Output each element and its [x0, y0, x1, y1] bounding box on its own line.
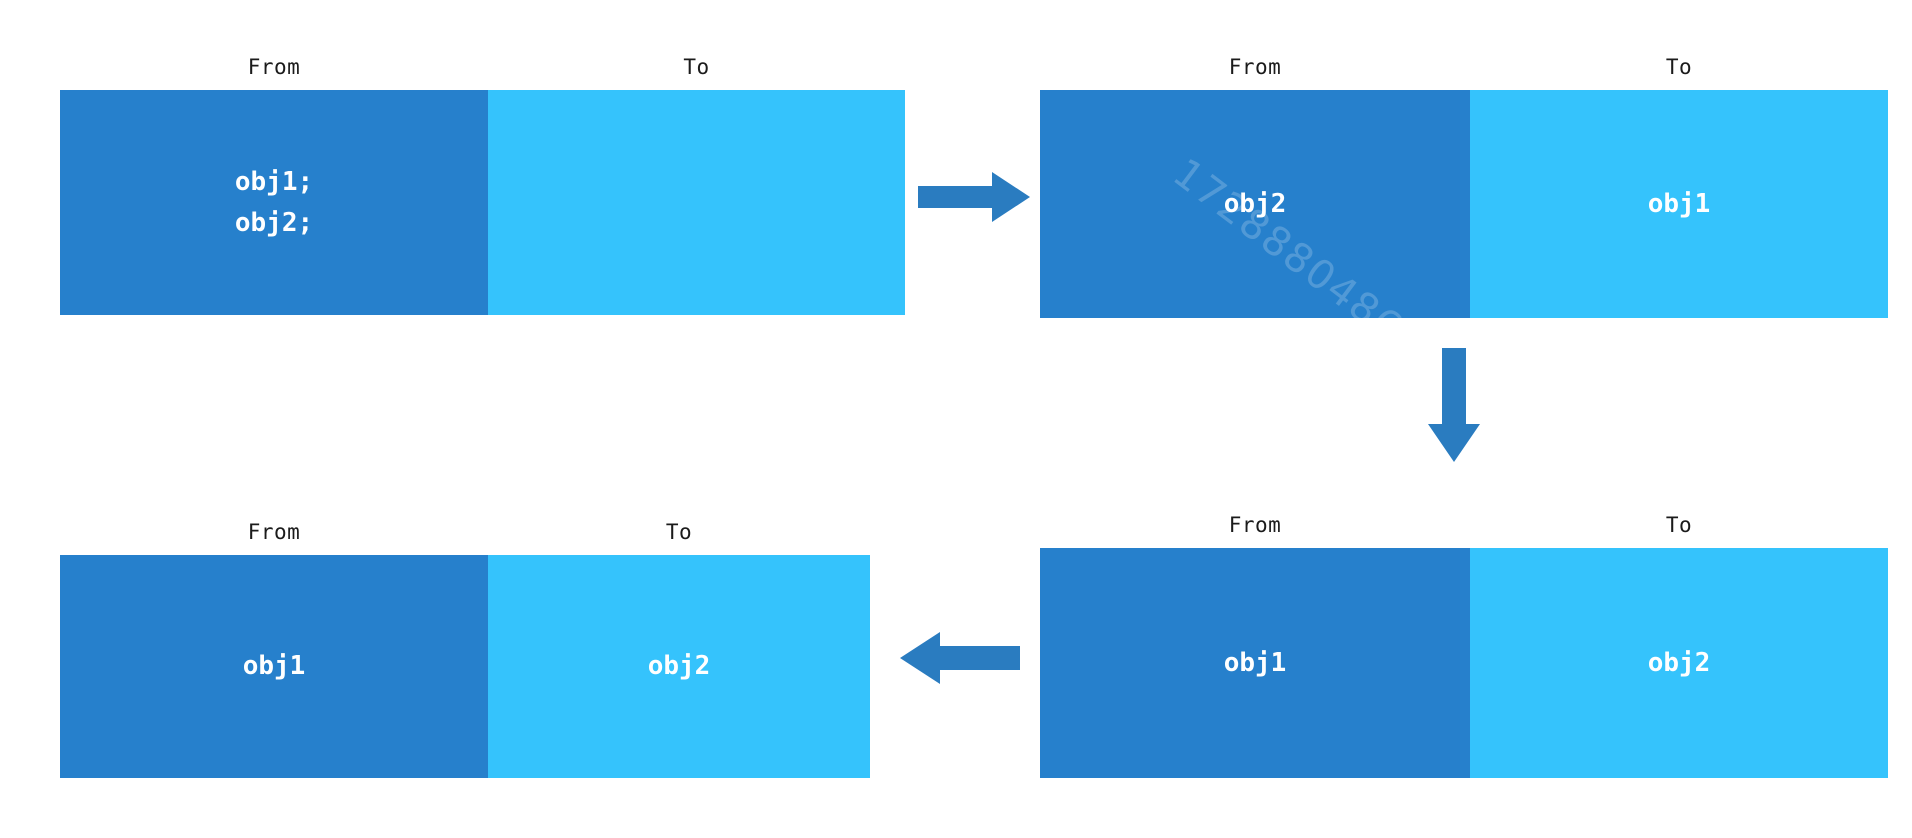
column-header-from: From — [247, 54, 301, 79]
column-header-from: From — [1228, 512, 1282, 537]
cell-to-step-2[interactable]: obj2 — [1470, 548, 1888, 778]
cell-label-to-step-2: obj2 — [1647, 647, 1711, 678]
cell-label-to-step-1: obj1 — [1647, 188, 1711, 219]
cell-from-step-1[interactable]: 1728880486 obj2 — [1040, 90, 1470, 318]
cell-to-final[interactable]: obj2 — [488, 555, 870, 778]
cell-label-from-final: obj1 — [242, 651, 306, 682]
panel-initial-headers: From To — [60, 44, 905, 90]
column-header-from: From — [247, 519, 301, 544]
cell-from-initial[interactable]: obj1; obj2; — [60, 90, 488, 315]
arrow-left-icon — [900, 632, 1020, 684]
panel-initial-body: obj1; obj2; — [60, 90, 905, 315]
panel-step-1-body: 1728880486 obj2 obj1 — [1040, 90, 1888, 318]
arrow-right-icon — [918, 172, 1030, 222]
panel-step-2-body: obj1 obj2 — [1040, 548, 1888, 778]
panel-step-1: From To 1728880486 obj2 obj1 — [1040, 44, 1888, 318]
panel-final-state: From To obj1 obj2 — [60, 509, 870, 778]
column-header-from: From — [1228, 54, 1282, 79]
cell-from-step-2[interactable]: obj1 — [1040, 548, 1470, 778]
cell-label-to-final: obj2 — [647, 651, 711, 682]
panel-final-body: obj1 obj2 — [60, 555, 870, 778]
arrow-down-icon — [1428, 348, 1480, 462]
column-header-to: To — [1665, 54, 1693, 79]
cell-label-from-initial: obj1; obj2; — [234, 167, 314, 238]
panel-step-2-headers: From To — [1040, 502, 1888, 548]
column-header-to: To — [665, 519, 693, 544]
column-header-to: To — [683, 54, 710, 79]
panel-step-2: From To obj1 obj2 — [1040, 502, 1888, 778]
cell-from-final[interactable]: obj1 — [60, 555, 488, 778]
panel-final-headers: From To — [60, 509, 870, 555]
panel-step-1-headers: From To — [1040, 44, 1888, 90]
cell-label-from-step-2: obj1 — [1223, 647, 1287, 678]
cell-label-from-step-1: obj2 — [1223, 188, 1287, 219]
panel-initial-state: From To obj1; obj2; — [60, 44, 905, 315]
cell-to-initial[interactable] — [488, 90, 905, 315]
column-header-to: To — [1665, 512, 1693, 537]
watermark-text: 1728880486 — [1164, 150, 1412, 318]
cell-to-step-1[interactable]: obj1 — [1470, 90, 1888, 318]
